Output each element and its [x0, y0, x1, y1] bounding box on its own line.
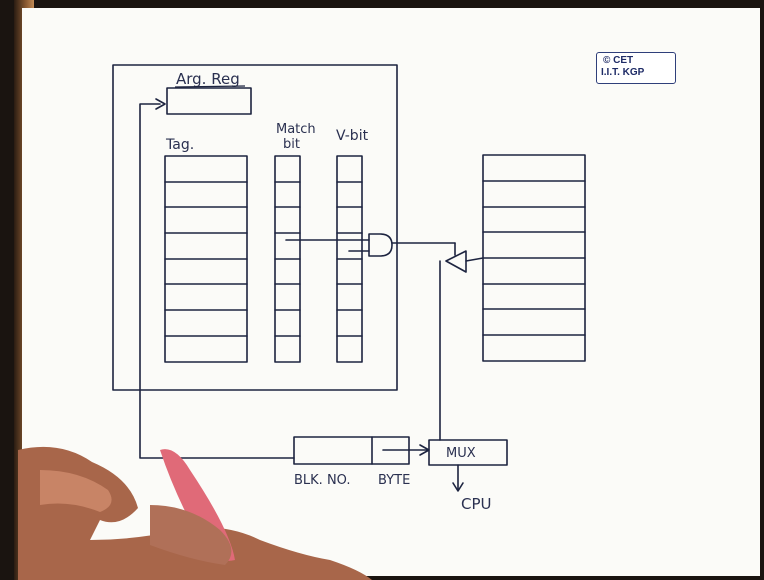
match-bit-array	[275, 156, 300, 362]
logo-line2: I.I.T. KGP	[601, 67, 671, 79]
match-label-line2: bit	[283, 137, 300, 152]
feedback-wire	[140, 104, 294, 458]
buffer-to-data-wire	[466, 258, 483, 261]
cpu-label: CPU	[461, 495, 492, 513]
data-memory-array	[483, 155, 585, 361]
byte-label: BYTE	[378, 473, 410, 488]
argument-register	[167, 88, 251, 114]
blk-no-label: BLK. NO.	[294, 473, 351, 488]
mux-label: MUX	[446, 446, 476, 461]
presenter-hand	[18, 447, 372, 580]
tristate-buffer	[446, 251, 466, 272]
tag-label: Tag.	[165, 137, 194, 153]
cet-iit-kgp-logo: © CET I.I.T. KGP	[596, 52, 676, 84]
and-gate	[369, 234, 392, 256]
associative-memory-box	[113, 65, 397, 390]
tag-array	[165, 156, 247, 362]
arg-reg-label: Arg. Reg	[176, 70, 240, 88]
logo-line1: © CET	[601, 55, 671, 67]
valid-bit-array	[337, 156, 362, 362]
vbit-label: V-bit	[336, 128, 369, 144]
match-label-line1: Match	[276, 122, 316, 137]
